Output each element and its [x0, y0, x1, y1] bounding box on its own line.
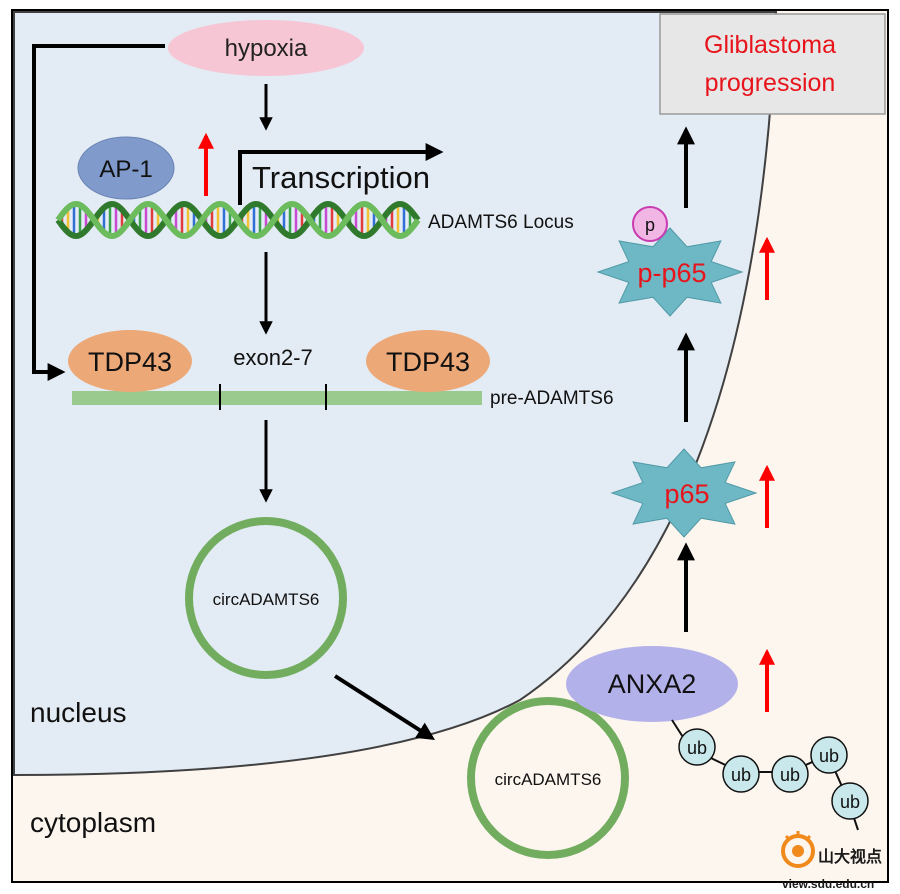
locus-label: ADAMTS6 Locus	[428, 212, 574, 233]
cytoplasm-label: cytoplasm	[30, 807, 156, 838]
phospho-circle	[632, 206, 668, 242]
ap1-node	[77, 136, 175, 200]
ubiquitin-label: ub	[687, 738, 707, 758]
tdp43-right-label: TDP43	[386, 347, 470, 377]
pre-mrna-bar	[72, 391, 482, 405]
outcome-text-line1: Gliblastoma	[704, 31, 836, 59]
tdp43-left-node	[68, 330, 192, 392]
ubiquitin-label: ub	[780, 765, 800, 785]
ubiquitin-bead: ub	[722, 755, 760, 793]
p65-label: p65	[664, 479, 709, 509]
phospho-label: p	[645, 215, 655, 235]
transcription-label: Transcription	[252, 160, 430, 195]
ap1-label: AP-1	[99, 156, 152, 183]
hypoxia-to-tdp43-arrow	[32, 44, 165, 381]
circ-nucleus-label: circADAMTS6	[213, 590, 320, 609]
watermark-logo	[781, 831, 815, 868]
transcription-arrow	[238, 143, 444, 205]
p65-star	[610, 448, 758, 538]
ubiquitin-bead: ub	[678, 728, 716, 766]
circ-cytoplasm-ring	[467, 697, 629, 859]
tdp43-right-node	[366, 330, 490, 392]
ubiquitin-bead: ub	[810, 736, 848, 774]
anxa2-node	[566, 646, 738, 722]
ubiquitin-label: ub	[819, 746, 839, 766]
outcome-box	[659, 13, 886, 115]
dna-strand-b	[55, 200, 421, 240]
circ-nucleus-ring	[185, 517, 347, 679]
circ-cytoplasm-label: circADAMTS6	[495, 770, 602, 789]
hypoxia-node	[168, 20, 364, 76]
anxa2-label: ANXA2	[608, 669, 697, 699]
tdp43-left-label: TDP43	[88, 347, 172, 377]
pp65-label: p-p65	[637, 258, 706, 288]
nucleus-label: nucleus	[30, 697, 127, 728]
pre-mrna-label: pre-ADAMTS6	[490, 388, 614, 409]
exon-label: exon2-7	[233, 345, 313, 370]
ubiquitin-label: ub	[840, 792, 860, 812]
hypoxia-label: hypoxia	[225, 35, 308, 62]
pp65-star	[596, 227, 744, 317]
ubiquitin-bead: ub	[771, 755, 809, 793]
circ-export-arrow	[333, 674, 436, 740]
ubiquitin-bead: ub	[831, 782, 869, 820]
frame-border	[11, 9, 889, 883]
watermark-url: view.sdu.edu.cn	[782, 877, 874, 891]
watermark-text: 山大视点	[818, 847, 882, 866]
ubiquitin-label: ub	[731, 765, 751, 785]
outcome-text-line2: progression	[705, 69, 836, 97]
